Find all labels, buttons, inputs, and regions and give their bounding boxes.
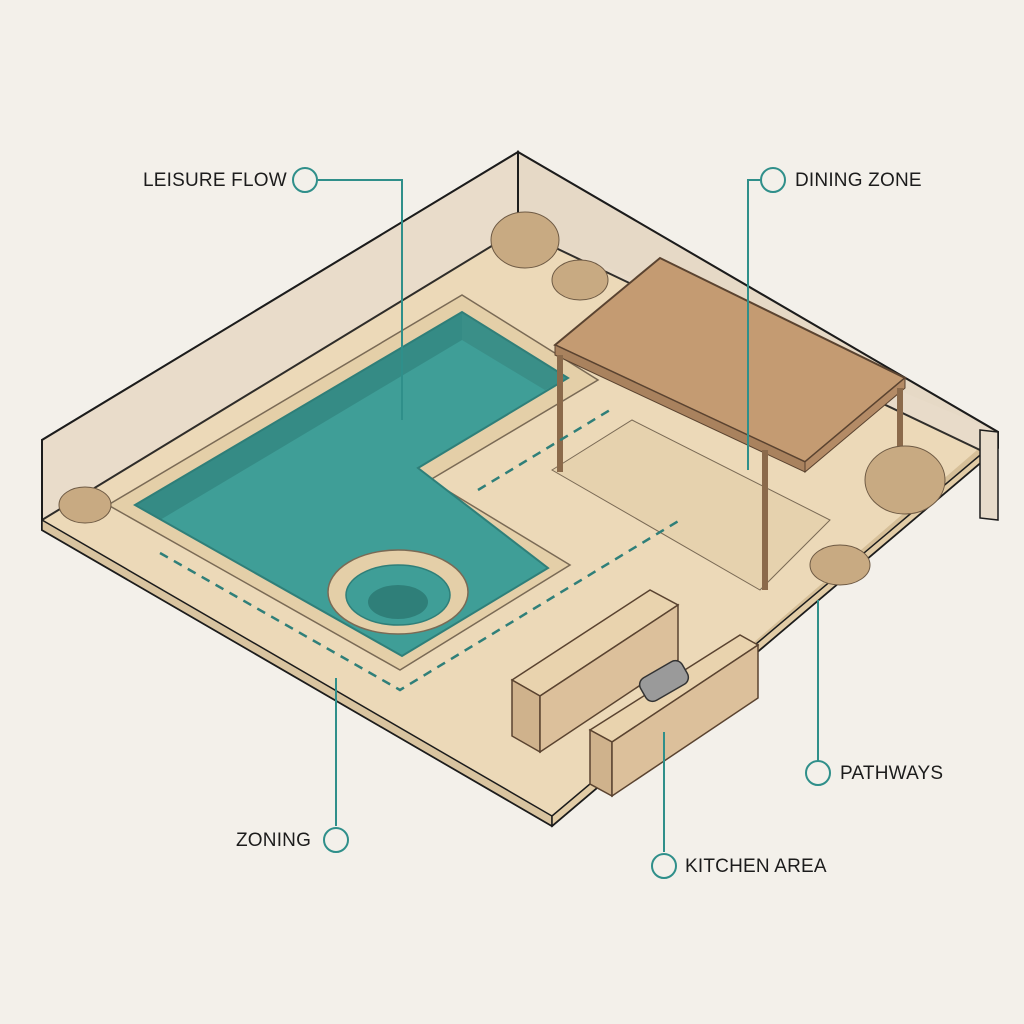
- pergola: [551, 256, 907, 591]
- label-zoning: ZONING: [236, 830, 312, 851]
- label-leisure-flow: LEISURE FLOW: [143, 170, 287, 191]
- flow-path: [159, 408, 681, 692]
- label-pathways: PATHWAYS: [840, 763, 944, 784]
- callout-dots: [292, 167, 831, 879]
- callout-lines: [318, 179, 819, 852]
- label-kitchen-area: KITCHEN AREA: [685, 856, 827, 877]
- kitchen-island: [510, 589, 760, 798]
- pool: [106, 294, 600, 671]
- label-dining-zone: DINING ZONE: [795, 170, 922, 191]
- plants: [58, 211, 946, 586]
